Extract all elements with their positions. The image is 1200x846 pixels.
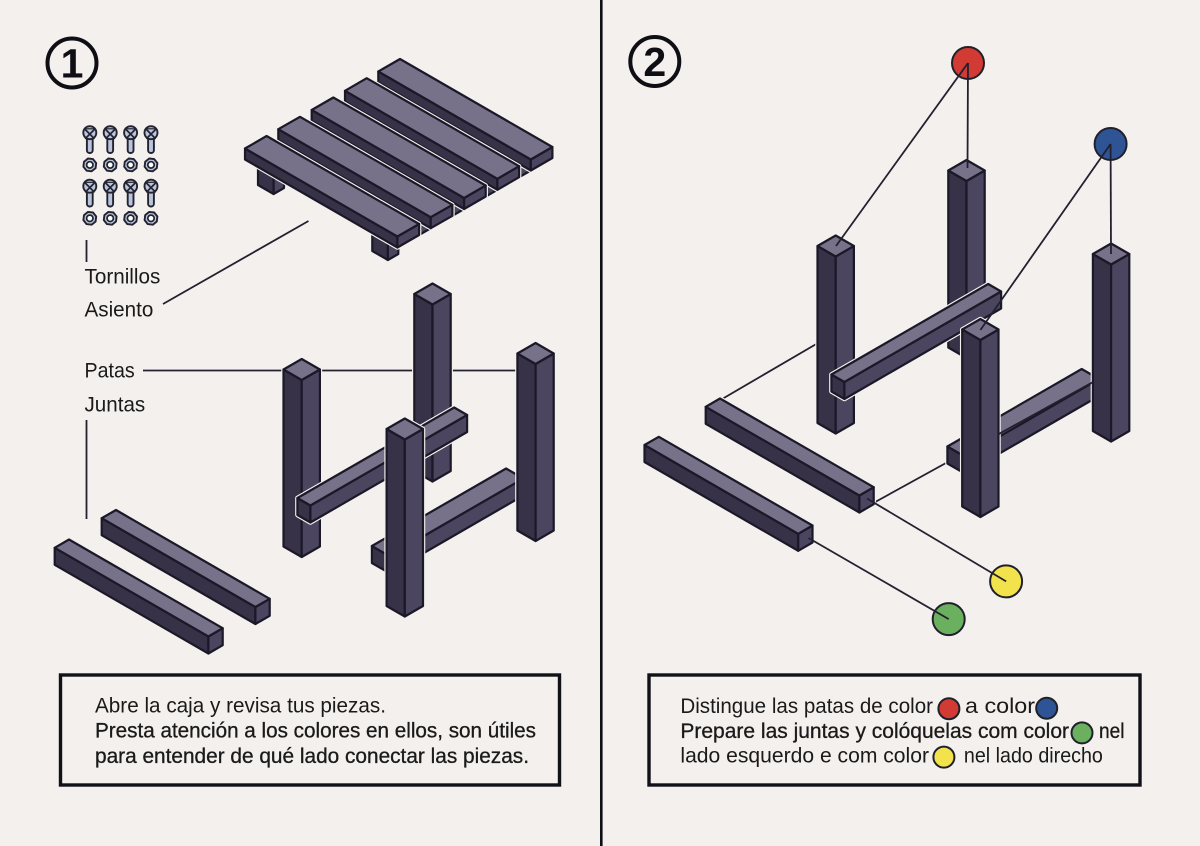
svg-text:a color: a color <box>965 695 1035 718</box>
svg-text:Juntas: Juntas <box>85 394 146 417</box>
svg-text:Presta atención a los colores: Presta atención a los colores en ellos, … <box>95 720 536 743</box>
svg-text:Prepare las juntas y colóquela: Prepare las juntas y colóquelas com colo… <box>680 720 1069 743</box>
svg-text:Tornillos: Tornillos <box>85 266 161 289</box>
svg-text:Distingue las patas de color: Distingue las patas de color <box>680 695 933 718</box>
svg-text:para entender de qué lado cone: para entender de qué lado conectar las p… <box>95 745 529 768</box>
svg-text:Abre la caja y revisa tus piez: Abre la caja y revisa tus piezas. <box>95 694 386 717</box>
svg-text:nel lado direcho: nel lado direcho <box>964 745 1103 768</box>
svg-text:lado esquerdo e com color: lado esquerdo e com color <box>680 745 929 768</box>
svg-text:Asiento: Asiento <box>85 298 154 321</box>
svg-text:2: 2 <box>643 39 666 85</box>
svg-text:1: 1 <box>61 41 84 87</box>
svg-text:nel: nel <box>1099 720 1125 743</box>
svg-text:Patas: Patas <box>85 359 135 382</box>
